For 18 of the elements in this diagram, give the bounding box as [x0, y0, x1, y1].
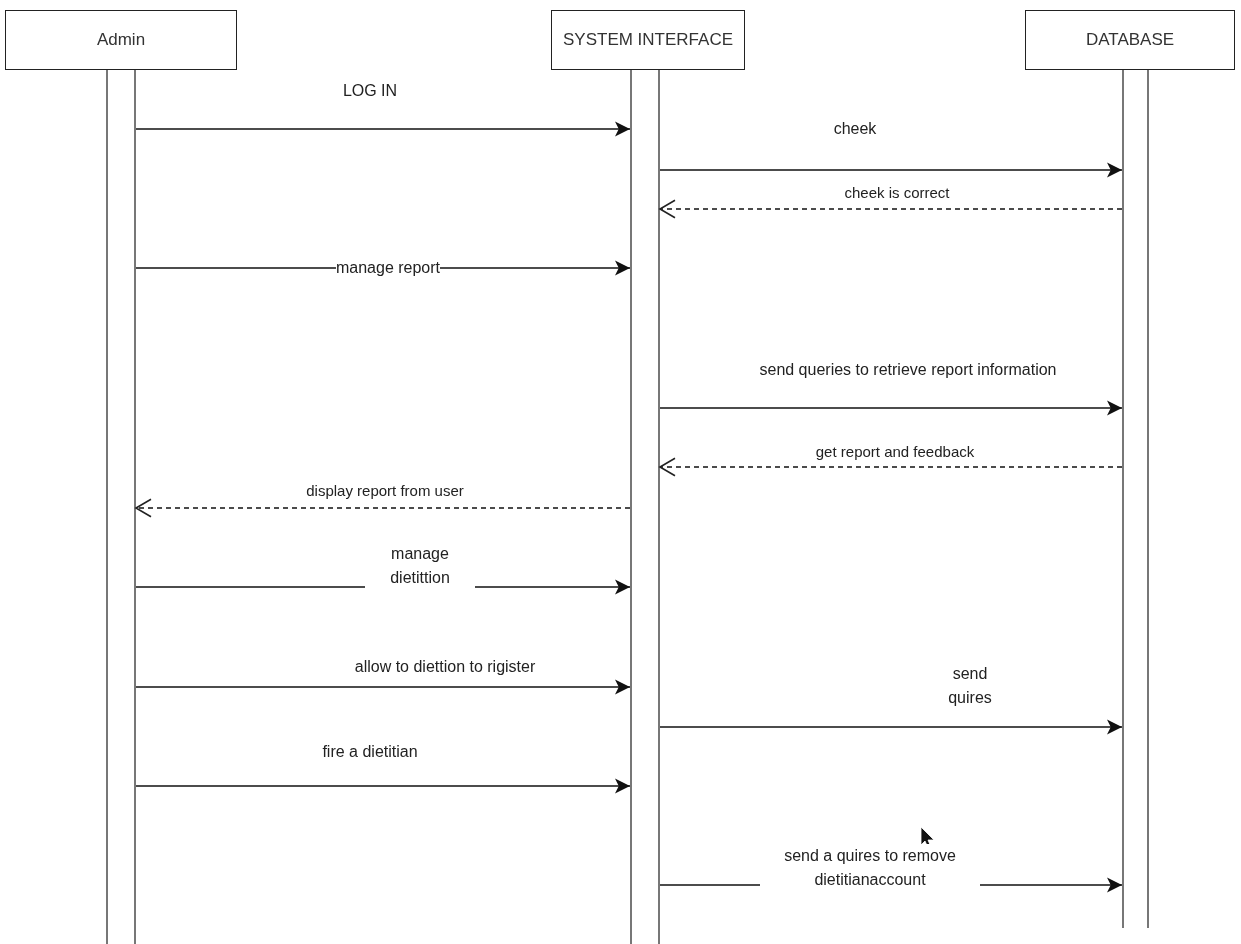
- message-arrow: [135, 778, 631, 794]
- participant-box: [1025, 10, 1235, 70]
- return-arrow: [659, 457, 1123, 477]
- message-arrow: [135, 121, 631, 137]
- activation-bar: [1122, 70, 1149, 928]
- participant-name: DATABASE: [1085, 29, 1175, 51]
- participant-box: [5, 10, 237, 70]
- return-arrow: [135, 498, 631, 518]
- participant-name: Admin: [96, 29, 146, 51]
- participant-box: [551, 10, 745, 70]
- message-arrow: [659, 400, 1123, 416]
- message-arrow: [135, 679, 631, 695]
- activation-bar: [630, 70, 660, 944]
- message-arrow: [659, 162, 1123, 178]
- message-arrow: [659, 719, 1123, 735]
- activation-bar: [106, 70, 136, 944]
- participant-name: SYSTEM INTERFACE: [563, 29, 733, 51]
- return-arrow: [659, 199, 1123, 219]
